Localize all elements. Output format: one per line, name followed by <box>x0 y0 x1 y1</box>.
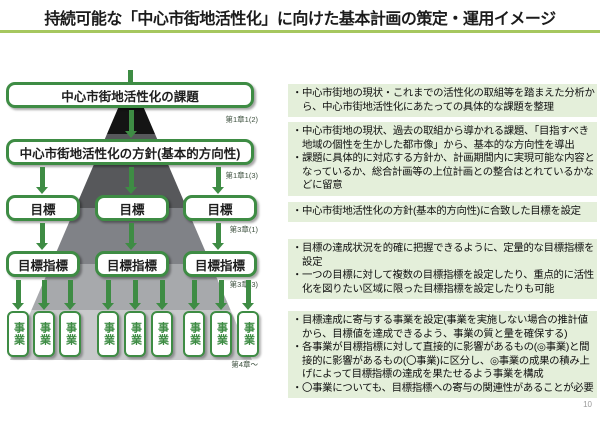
note-issues: ・中心市街地の現状・これまでの活性化の取組等を踏まえた分析から、中心市街地活性化… <box>288 84 597 117</box>
top-connector-line <box>128 70 133 84</box>
bullet-icon: ・ <box>292 342 303 353</box>
note-text: 各事業が目標指標に対して直接的に影響があるもの(◎事業)と間接的に影響があるもの… <box>302 342 590 380</box>
down-arrow-icon <box>36 167 48 194</box>
title-underline <box>0 30 600 33</box>
bullet-icon: ・ <box>292 315 303 326</box>
down-arrow-icon <box>156 280 168 310</box>
note-text: 課題に具体的に対応する方針か、計画期間内に実現可能な内容となっているか、総合計画… <box>302 153 595 191</box>
box-goal-label: 目標 <box>207 202 233 217</box>
box-indicator-3: 目標指標 <box>183 251 257 277</box>
box-project-label: 事業 <box>102 322 115 346</box>
chapter-label-goal: 第3章(1) <box>229 225 258 234</box>
bullet-icon: ・ <box>292 126 303 137</box>
down-arrow-icon <box>212 223 224 250</box>
down-arrow-icon <box>64 280 76 310</box>
box-project-7: 事業 <box>183 311 205 357</box>
down-arrow-icon <box>188 280 200 310</box>
box-project-label: 事業 <box>64 322 77 346</box>
note-text: 中心市街地の現状・これまでの活性化の取組等を踏まえた分析から、中心市街地活性化に… <box>302 88 595 113</box>
list-item: ・目標達成に寄与する事業を設定(事業を実施しない場合の推計値から、目標値を達成で… <box>292 314 595 341</box>
box-indicator-label: 目標指標 <box>194 258 245 273</box>
box-indicator-1: 目標指標 <box>6 251 80 277</box>
note-goal: ・中心市街地活性化の方針(基本的方向性)に合致した目標を設定 <box>288 202 597 222</box>
down-arrow-icon <box>212 167 224 194</box>
note-policy: ・中心市街地の現状、過去の取組から導かれる課題、「目指すべき地域の個性を生かした… <box>288 122 597 196</box>
chapter-label-policy: 第1章1(3) <box>225 171 258 180</box>
list-item: ・中心市街地の現状、過去の取組から導かれる課題、「目指すべき地域の個性を生かした… <box>292 125 595 152</box>
bullet-icon: ・ <box>292 88 303 99</box>
down-arrow-icon <box>125 223 137 250</box>
page-title: 持続可能な「中心市街地活性化」に向けた基本計画の策定・運用イメージ <box>44 11 556 28</box>
chapter-label-project: 第4章～ <box>231 360 258 369</box>
chapter-label-indicator: 第3章(3) <box>229 280 258 289</box>
page-number: 10 <box>583 400 592 409</box>
box-project-label: 事業 <box>188 322 201 346</box>
box-indicator-label: 目標指標 <box>106 258 157 273</box>
list-item: ・課題に具体的に対応する方針か、計画期間内に実現可能な内容となっているか、総合計… <box>292 152 595 193</box>
box-project-1: 事業 <box>7 311 29 357</box>
bullet-icon: ・ <box>292 270 303 281</box>
box-indicator-2: 目標指標 <box>95 251 169 277</box>
box-project-6: 事業 <box>151 311 173 357</box>
bullet-icon: ・ <box>292 153 303 164</box>
box-goal-2: 目標 <box>95 195 169 221</box>
box-goal-3: 目標 <box>183 195 257 221</box>
box-indicator-label: 目標指標 <box>17 258 68 273</box>
box-issues-label: 中心市街地活性化の課題 <box>61 89 199 104</box>
note-text: 目標達成に寄与する事業を設定(事業を実施しない場合の推計値から、目標値を達成でき… <box>302 315 588 340</box>
box-project-label: 事業 <box>215 322 228 346</box>
note-text: 目標の達成状況を的確に把握できるように、定量的な目標指標を設定 <box>302 243 595 268</box>
bullet-icon: ・ <box>292 243 303 254</box>
box-project-label: 事業 <box>38 322 51 346</box>
chapter-label-issues: 第1章1(2) <box>225 115 258 124</box>
down-arrow-icon <box>215 280 227 310</box>
list-item: ・各事業が目標指標に対して直接的に影響があるもの(◎事業)と間接的に影響があるも… <box>292 341 595 382</box>
list-item: ・一つの目標に対して複数の目標指標を設定したり、重点的に活性化を図りたい区域に限… <box>292 269 595 296</box>
box-goal-label: 目標 <box>30 202 56 217</box>
bullet-icon: ・ <box>292 206 303 217</box>
down-arrow-icon <box>102 280 114 310</box>
down-arrow-icon <box>125 110 137 138</box>
list-item: ・目標の達成状況を的確に把握できるように、定量的な目標指標を設定 <box>292 242 595 269</box>
down-arrow-icon <box>12 280 24 310</box>
list-item: ・〇事業についても、目標指標への寄与の関連性があることが必要 <box>292 382 595 396</box>
list-item: ・中心市街地活性化の方針(基本的方向性)に合致した目標を設定 <box>292 205 595 219</box>
note-text: 〇事業についても、目標指標への寄与の関連性があることが必要 <box>302 382 594 394</box>
down-arrow-icon <box>38 280 50 310</box>
box-policy: 中心市街地活性化の方針(基本的方向性) <box>6 139 254 165</box>
box-goal-1: 目標 <box>6 195 80 221</box>
box-project-3: 事業 <box>59 311 81 357</box>
down-arrow-icon <box>129 280 141 310</box>
bullet-icon: ・ <box>292 382 303 394</box>
box-project-2: 事業 <box>33 311 55 357</box>
box-project-9: 事業 <box>237 311 259 357</box>
down-arrow-icon <box>36 223 48 250</box>
box-policy-label: 中心市街地活性化の方針(基本的方向性) <box>19 146 241 161</box>
note-indicator: ・目標の達成状況を的確に把握できるように、定量的な目標指標を設定 ・一つの目標に… <box>288 239 597 299</box>
note-text: 一つの目標に対して複数の目標指標を設定したり、重点的に活性化を図りたい区域に限っ… <box>302 270 594 295</box>
box-project-5: 事業 <box>124 311 146 357</box>
down-arrow-icon <box>242 280 254 310</box>
note-text: 中心市街地の現状、過去の取組から導かれる課題、「目指すべき地域の個性を生かした都… <box>302 126 589 151</box>
box-project-label: 事業 <box>242 322 255 346</box>
box-issues: 中心市街地活性化の課題 <box>6 82 254 108</box>
box-project-label: 事業 <box>12 322 25 346</box>
box-project-8: 事業 <box>210 311 232 357</box>
note-project: ・目標達成に寄与する事業を設定(事業を実施しない場合の推計値から、目標値を達成で… <box>288 311 597 398</box>
note-text: 中心市街地活性化の方針(基本的方向性)に合致した目標を設定 <box>302 206 581 217</box>
list-item: ・中心市街地の現状・これまでの活性化の取組等を踏まえた分析から、中心市街地活性化… <box>292 87 595 114</box>
box-project-label: 事業 <box>129 322 142 346</box>
down-arrow-icon <box>125 167 137 194</box>
box-project-4: 事業 <box>97 311 119 357</box>
box-goal-label: 目標 <box>119 202 145 217</box>
box-project-label: 事業 <box>156 322 169 346</box>
